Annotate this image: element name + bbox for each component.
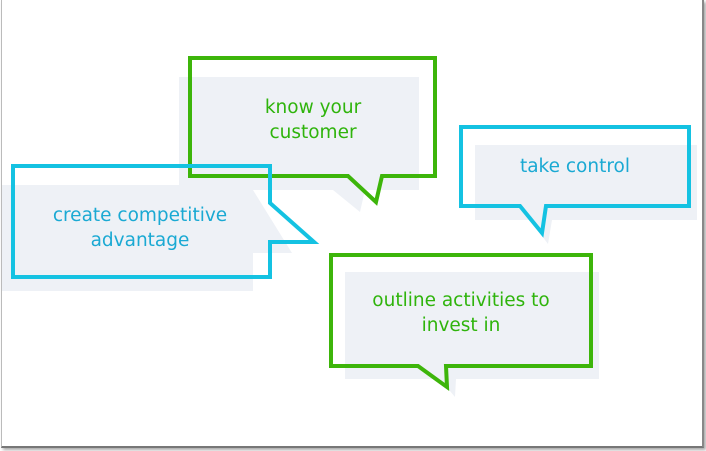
bubble-outline-activities: [329, 253, 593, 392]
text-line: create competitive: [52, 205, 228, 226]
text-line: invest in: [421, 315, 501, 336]
bubble-take-control: [459, 125, 691, 238]
bubble-text-take-control: take control: [475, 154, 675, 179]
shadow-know-customer: [179, 77, 419, 212]
text-line: take control: [519, 156, 631, 177]
text-line: know your: [264, 97, 362, 118]
bubble-text-know-customer: know your customer: [213, 95, 413, 145]
bubble-competitive-advantage: [11, 164, 320, 279]
text-line: advantage: [90, 230, 190, 251]
text-line: outline activities to: [372, 290, 550, 311]
shadow-competitive-advantage: [2, 185, 292, 291]
text-line: customer: [269, 122, 357, 143]
bubble-text-outline-activities: outline activities to invest in: [336, 288, 586, 338]
bubble-text-competitive-advantage: create competitive advantage: [20, 203, 260, 253]
bubble-know-customer: [188, 56, 437, 206]
